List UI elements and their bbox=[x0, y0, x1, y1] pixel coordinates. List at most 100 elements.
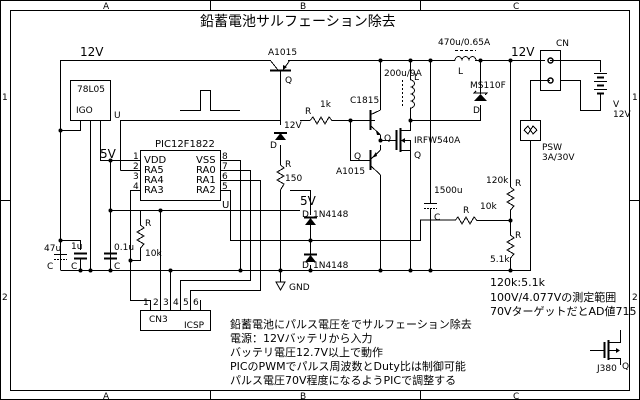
d-schottky-part: MS110F bbox=[470, 81, 506, 91]
transistor-a1015-top bbox=[269, 59, 291, 80]
resistor-5k1 bbox=[505, 220, 516, 265]
zener-diode bbox=[274, 132, 287, 140]
q-a1015-ref: Q bbox=[354, 152, 361, 162]
pic-pin-num-2: 2 bbox=[133, 162, 139, 172]
cn3-pin-5: 5 bbox=[183, 298, 189, 308]
pic-name: PIC12F1822 bbox=[155, 139, 215, 150]
q-c1815-ref: Q bbox=[384, 134, 391, 144]
col-label-c-bottom: C bbox=[513, 392, 519, 400]
row-label-1-left: 1 bbox=[2, 93, 8, 103]
regulator-pins: IGO bbox=[76, 106, 93, 116]
net-label-5v-pic: 5V bbox=[100, 147, 117, 161]
resistor-10k-pic bbox=[135, 220, 146, 255]
cn3-ref: CN3 bbox=[149, 315, 168, 325]
diode-1n4148-bottom bbox=[304, 253, 317, 262]
main-note-3: バッテリ電圧12.7V以上で動作 bbox=[230, 345, 383, 359]
resistor-10k-ad bbox=[454, 215, 495, 226]
pic-pin-vss: VSS bbox=[196, 155, 216, 166]
main-note-5: パルス電圧70V程度になるようPICで調整する bbox=[230, 373, 456, 387]
cn3-pin-4: 4 bbox=[173, 298, 179, 308]
net-label-12v-left: 12V bbox=[80, 45, 104, 59]
capacitor-01u bbox=[104, 252, 117, 260]
pic-pin-num-8: 8 bbox=[222, 152, 228, 162]
r150-value: 150 bbox=[285, 174, 302, 184]
cn3-pin-2: 2 bbox=[153, 298, 159, 308]
j380-part: J380 bbox=[596, 364, 617, 374]
pic-pin-num-3: 3 bbox=[133, 172, 139, 182]
diode-1n4148-top bbox=[304, 216, 317, 225]
mosfet-j380 bbox=[590, 330, 621, 365]
pic-mcu bbox=[140, 150, 221, 201]
c1500u-ref: C bbox=[434, 213, 440, 223]
pulse-waveform-icon bbox=[180, 90, 240, 111]
q-top-ref: Q bbox=[285, 76, 292, 86]
r5k1-ref: R bbox=[515, 231, 521, 241]
psw-value: 3A/30V bbox=[542, 153, 575, 163]
pic-pin-ra4: RA4 bbox=[144, 175, 164, 186]
c1u-value: 1u bbox=[71, 242, 82, 252]
j380-ref: Q bbox=[622, 362, 629, 372]
power-switch[interactable] bbox=[520, 120, 541, 141]
net-label-12v-zener: 12V bbox=[284, 121, 302, 131]
c1u-ref: C bbox=[71, 262, 77, 272]
l-filter-ref: L bbox=[458, 67, 463, 77]
capacitor-47u bbox=[54, 254, 67, 260]
pic-ref: U bbox=[222, 200, 229, 211]
pic-pin-ra5: RA5 bbox=[144, 165, 164, 176]
schottky-diode bbox=[472, 88, 489, 101]
col-label-b-bottom: B bbox=[300, 392, 306, 400]
main-note-4: PICのPWMでパルス周波数とDuty比は制御可能 bbox=[230, 359, 466, 373]
gnd-label: GND bbox=[289, 283, 310, 293]
resistor-120k bbox=[505, 186, 516, 220]
cn3-name: ICSP bbox=[184, 321, 205, 331]
r150-ref: R bbox=[285, 160, 291, 170]
connector-cn3-icsp bbox=[140, 300, 211, 331]
pic-pin-vdd: VDD bbox=[144, 155, 167, 166]
inductor-200u bbox=[402, 79, 415, 110]
col-label-a-top: A bbox=[103, 2, 110, 12]
r1k-value: 1k bbox=[320, 100, 332, 110]
psw-ref: PSW bbox=[542, 143, 562, 153]
divider-note-2: 100V/4.077Vの測定範囲 bbox=[490, 290, 616, 304]
d-clamp-bot-part: 1N4148 bbox=[313, 261, 349, 271]
r120k-value: 120k bbox=[486, 176, 509, 186]
row-label-2-right: 2 bbox=[632, 293, 638, 303]
gnd-symbol bbox=[275, 270, 286, 292]
junctions bbox=[58, 58, 513, 273]
c1500u-value: 1500u bbox=[434, 186, 463, 196]
regulator-ref: U bbox=[114, 111, 121, 121]
r10k-pic-ref: R bbox=[145, 219, 151, 229]
main-note-2: 電源：12Vバッテリから入力 bbox=[230, 331, 373, 345]
net-label-12v-right: 12V bbox=[511, 45, 535, 59]
c47u-value: 47u bbox=[44, 244, 61, 254]
resistor-150 bbox=[275, 164, 286, 191]
pic-pin-num-1: 1 bbox=[133, 152, 139, 162]
capacitor-1u bbox=[74, 252, 87, 270]
cn3-pin-6: 6 bbox=[193, 298, 199, 308]
row-label-2-left: 2 bbox=[2, 293, 8, 303]
r10k-pic-value: 10k bbox=[145, 249, 162, 259]
l-filter-value: 470u/0.65A bbox=[438, 38, 491, 48]
pic-pin-num-7: 7 bbox=[222, 162, 228, 172]
battery-icon bbox=[594, 60, 607, 110]
q-c1815-part: C1815 bbox=[350, 96, 379, 106]
r1k-ref: R bbox=[305, 107, 311, 117]
pic-pin-ra3: RA3 bbox=[144, 185, 164, 196]
pic-pin-ra2: RA2 bbox=[196, 185, 216, 196]
cn3-pin-3: 3 bbox=[163, 298, 169, 308]
r5k1-value: 5.1k bbox=[490, 255, 510, 265]
r10k-ad-ref: R bbox=[463, 206, 469, 216]
regulator-78l05 bbox=[70, 80, 111, 121]
cn-ref: CN bbox=[556, 39, 569, 49]
c01u-value: 0.1u bbox=[114, 243, 134, 253]
transistor-a1015-lower bbox=[369, 149, 381, 176]
d-clamp-top-part: 1N4148 bbox=[313, 210, 349, 220]
l-pulse-value: 200u/9A bbox=[384, 69, 423, 79]
d-clamp-top-ref: D bbox=[302, 210, 309, 220]
pic-pin-num-6: 6 bbox=[222, 172, 228, 182]
c47u-ref: C bbox=[47, 262, 53, 272]
capacitor-1500u bbox=[424, 200, 437, 215]
divider-note-1: 120k:5.1k bbox=[490, 276, 546, 289]
q-a1015-part: A1015 bbox=[336, 167, 365, 177]
regulator-name: 78L05 bbox=[77, 85, 105, 95]
